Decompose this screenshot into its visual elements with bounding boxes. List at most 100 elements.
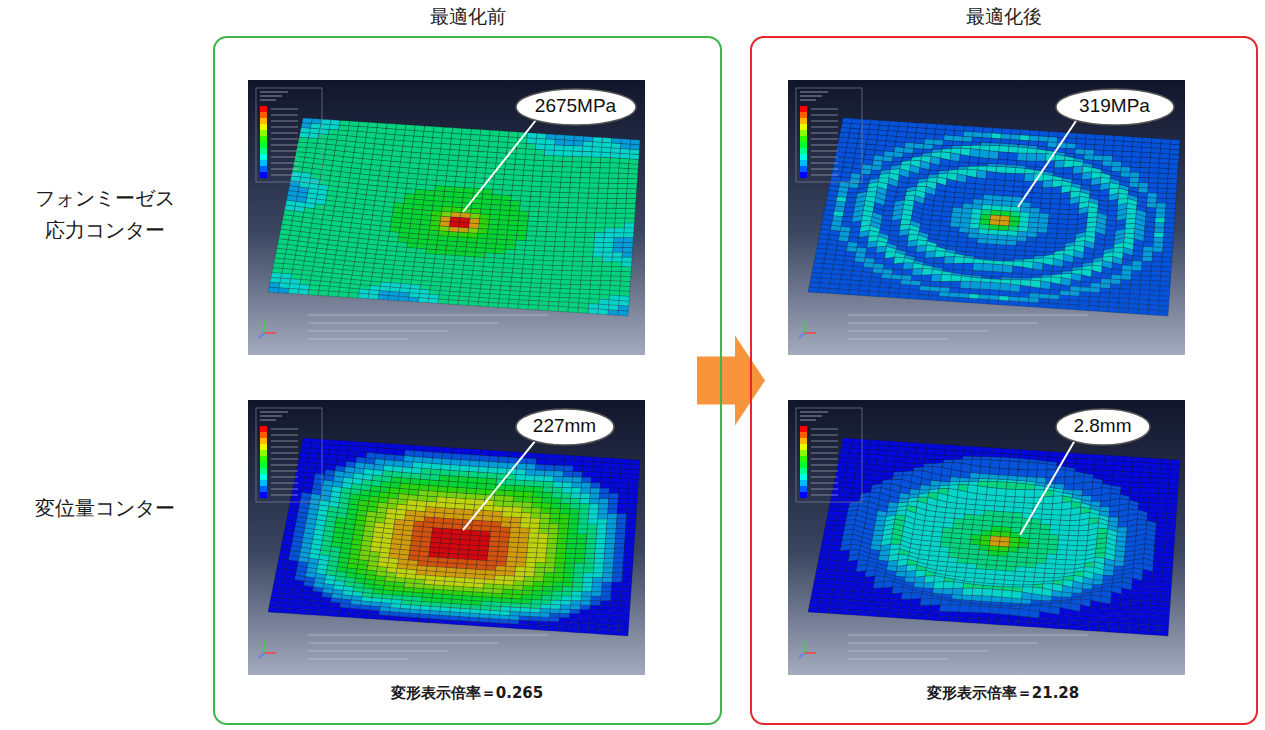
mesh-element bbox=[442, 206, 452, 212]
mesh-element bbox=[422, 137, 432, 143]
mesh-element bbox=[488, 462, 498, 468]
mesh-element bbox=[459, 223, 469, 228]
mesh-element bbox=[599, 504, 609, 509]
legend-band bbox=[260, 112, 267, 118]
mesh-element bbox=[562, 161, 572, 167]
mesh-element bbox=[358, 122, 368, 127]
mesh-element bbox=[378, 295, 389, 300]
mesh-element bbox=[598, 514, 608, 519]
mesh-element bbox=[510, 527, 520, 532]
mesh-element bbox=[451, 212, 461, 218]
mesh-element bbox=[536, 459, 546, 465]
mesh-element bbox=[550, 187, 560, 192]
mesh-element bbox=[469, 466, 479, 472]
mesh-element bbox=[310, 280, 321, 286]
mesh-element bbox=[503, 268, 513, 273]
mesh-element bbox=[508, 131, 518, 137]
mesh-element bbox=[348, 446, 358, 451]
mesh-element bbox=[540, 513, 550, 518]
mesh-element bbox=[488, 302, 499, 307]
mesh-element bbox=[493, 506, 503, 512]
mesh-element bbox=[475, 252, 485, 257]
mesh-element bbox=[436, 181, 446, 187]
mesh-element bbox=[456, 171, 466, 177]
mesh-element bbox=[534, 481, 544, 487]
mesh-element bbox=[490, 130, 500, 136]
mesh-element bbox=[544, 150, 554, 156]
mesh-element bbox=[442, 133, 452, 139]
legend-header-mark bbox=[260, 92, 288, 93]
mesh-element bbox=[428, 485, 438, 491]
mesh-element bbox=[477, 238, 487, 243]
mesh-element bbox=[597, 198, 607, 203]
legend-band bbox=[260, 124, 267, 130]
mesh-element bbox=[494, 179, 504, 185]
legend-frame bbox=[256, 88, 322, 182]
mesh-element bbox=[442, 523, 452, 529]
mesh-element bbox=[319, 449, 329, 454]
mesh-element bbox=[458, 300, 469, 305]
mesh-element bbox=[385, 454, 395, 460]
mesh-element bbox=[475, 494, 485, 500]
mesh-element bbox=[525, 469, 535, 475]
mesh-element bbox=[460, 460, 470, 466]
mesh-element bbox=[554, 246, 564, 251]
mesh-element bbox=[499, 451, 509, 457]
legend-band bbox=[260, 106, 267, 112]
mesh-element bbox=[515, 154, 525, 160]
mesh-element bbox=[384, 139, 394, 145]
mesh-element bbox=[581, 483, 591, 489]
mesh-element bbox=[519, 300, 529, 305]
mesh-element bbox=[575, 232, 585, 237]
mesh-element bbox=[579, 514, 589, 519]
mesh-element bbox=[541, 182, 551, 188]
mesh-element bbox=[617, 194, 627, 199]
mesh-element bbox=[589, 509, 599, 514]
mesh-element bbox=[301, 123, 311, 128]
mesh-element bbox=[455, 182, 465, 188]
mesh-element bbox=[542, 171, 552, 177]
mesh-element bbox=[553, 256, 563, 261]
mesh-element bbox=[488, 229, 498, 234]
mesh-element bbox=[543, 161, 553, 167]
mesh-element bbox=[505, 249, 515, 254]
mesh-element bbox=[599, 173, 609, 178]
mesh-element bbox=[573, 252, 583, 257]
mesh-element bbox=[483, 511, 493, 517]
mesh-element bbox=[610, 285, 620, 291]
mesh-element bbox=[368, 294, 379, 299]
mesh-element bbox=[480, 455, 490, 461]
mesh-element bbox=[625, 533, 635, 538]
mesh-element bbox=[616, 208, 626, 213]
mesh-element bbox=[537, 543, 547, 548]
legend-band bbox=[260, 136, 267, 142]
mesh-element bbox=[489, 541, 499, 546]
mesh-element bbox=[538, 305, 548, 310]
mesh-element bbox=[459, 471, 469, 477]
mesh-element bbox=[282, 268, 293, 273]
mesh-element bbox=[430, 475, 440, 481]
mesh-element bbox=[538, 212, 548, 217]
mesh-element bbox=[338, 292, 349, 298]
mesh-element bbox=[524, 250, 534, 255]
mesh-element bbox=[620, 469, 630, 475]
mesh-element bbox=[469, 540, 479, 545]
mesh-element bbox=[567, 213, 577, 218]
mesh-element bbox=[589, 178, 599, 183]
mesh-element bbox=[298, 289, 309, 295]
mesh-element bbox=[541, 279, 551, 284]
mesh-element bbox=[401, 478, 411, 484]
mesh-element bbox=[504, 174, 514, 180]
mesh-element bbox=[501, 517, 511, 523]
mesh-element bbox=[563, 252, 573, 257]
mesh-element bbox=[543, 260, 553, 265]
mesh-element bbox=[505, 485, 515, 491]
mesh-element bbox=[574, 247, 584, 252]
mesh-element bbox=[611, 267, 621, 272]
mesh-element bbox=[582, 266, 592, 271]
mesh-element bbox=[451, 459, 461, 465]
mesh-element bbox=[549, 297, 559, 302]
mesh-element bbox=[563, 156, 573, 162]
status-line bbox=[308, 331, 448, 332]
mesh-element bbox=[583, 461, 593, 466]
